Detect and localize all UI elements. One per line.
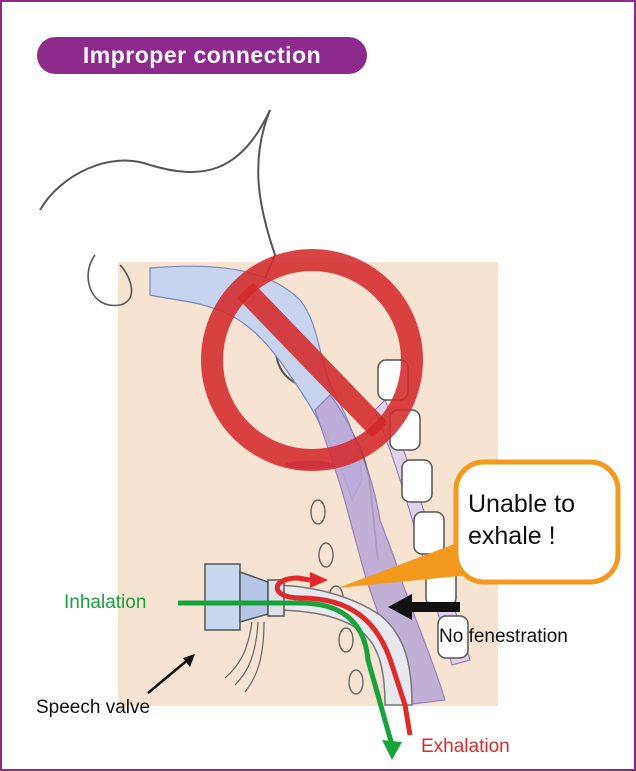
callout-line-1: Unable to: [468, 488, 608, 520]
callout-text: Unable to exhale !: [468, 488, 608, 552]
callout-line-2: exhale !: [468, 520, 608, 552]
back-of-head: [40, 110, 270, 210]
speech-valve-label: Speech valve: [36, 697, 150, 719]
inhalation-label: Inhalation: [64, 592, 146, 614]
exhalation-label: Exhalation: [421, 736, 510, 758]
no-fenestration-label: No fenestration: [439, 626, 568, 648]
